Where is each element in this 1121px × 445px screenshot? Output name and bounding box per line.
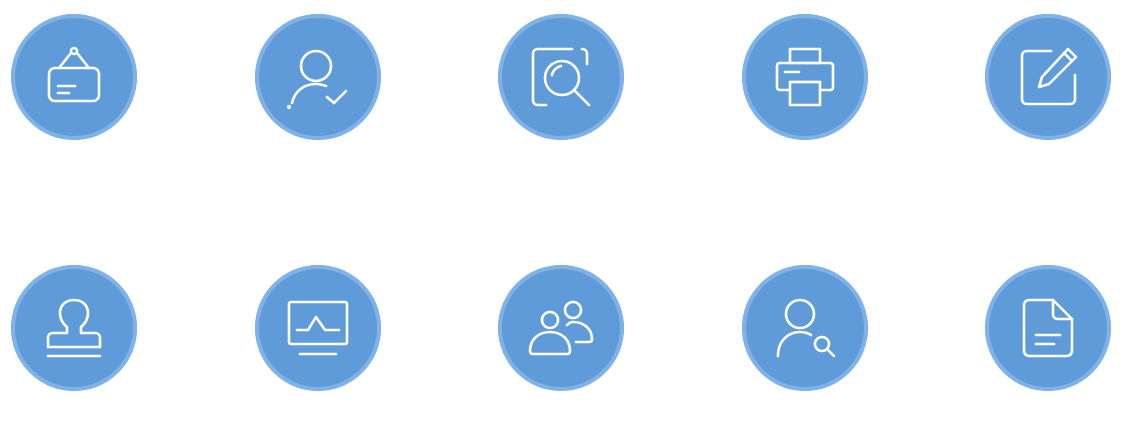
user-check-button[interactable] bbox=[255, 14, 381, 140]
hanging-sign-icon bbox=[47, 46, 101, 103]
scan-search-icon bbox=[531, 47, 591, 107]
stamp-button[interactable] bbox=[11, 265, 137, 391]
monitor-chart-icon bbox=[287, 300, 349, 356]
edit-button[interactable] bbox=[985, 14, 1111, 140]
user-group-button[interactable] bbox=[498, 265, 624, 391]
user-search-button[interactable] bbox=[742, 265, 868, 391]
printer-button[interactable] bbox=[742, 14, 868, 140]
monitor-chart-button[interactable] bbox=[255, 265, 381, 391]
document-button[interactable] bbox=[985, 265, 1111, 391]
hanging-sign-button[interactable] bbox=[11, 14, 137, 140]
scan-search-button[interactable] bbox=[498, 14, 624, 140]
stamp-icon bbox=[46, 298, 102, 358]
user-search-icon bbox=[776, 298, 836, 358]
document-icon bbox=[1022, 298, 1074, 358]
printer-icon bbox=[775, 47, 835, 107]
user-group-icon bbox=[528, 300, 594, 356]
edit-icon bbox=[1020, 47, 1078, 106]
user-check-icon bbox=[286, 49, 348, 110]
